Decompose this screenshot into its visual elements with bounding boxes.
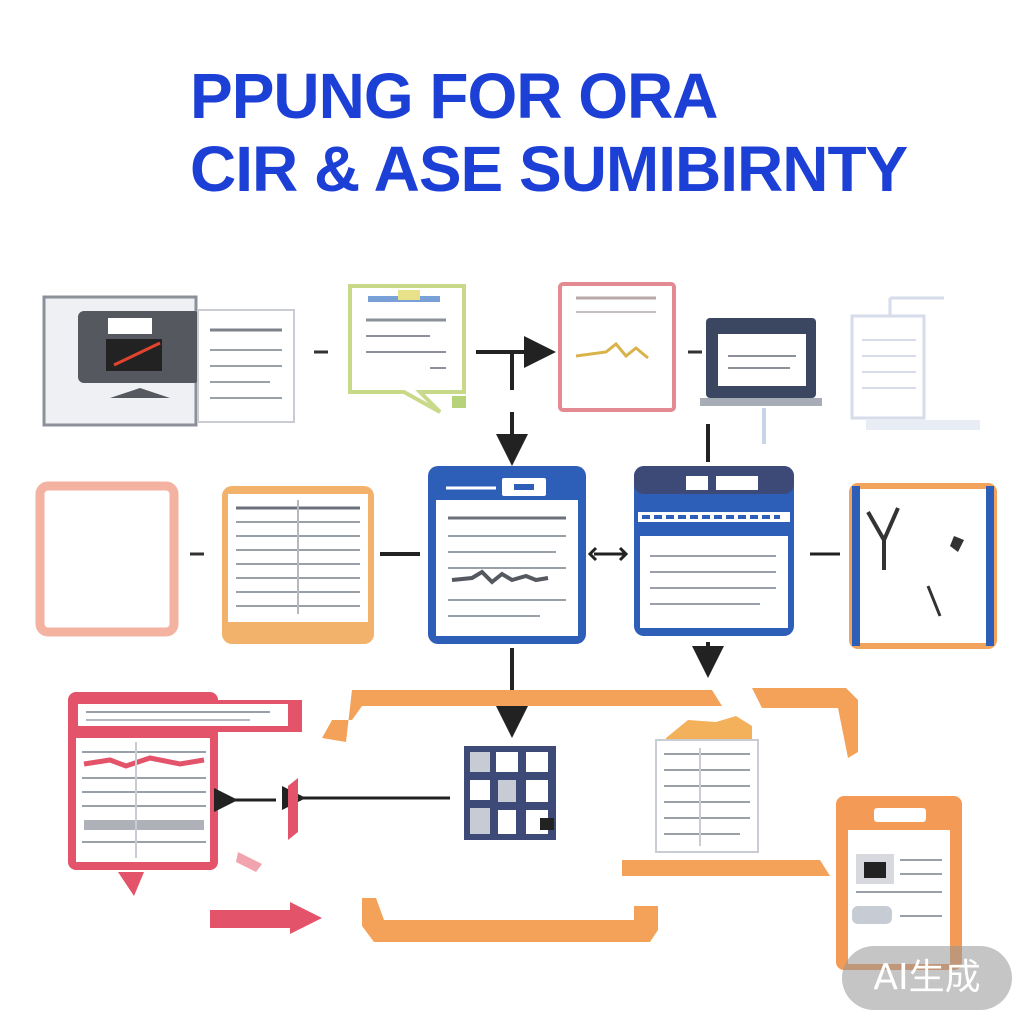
left-connectors xyxy=(214,786,450,812)
stacked-report-node xyxy=(655,716,759,853)
sketch-card-node xyxy=(849,483,997,649)
table-doc-node xyxy=(222,486,374,644)
building-node xyxy=(464,746,556,840)
t-connector xyxy=(476,336,556,466)
orange-flow-arrow-bottom xyxy=(362,898,658,942)
double-arrow-connector xyxy=(587,546,629,562)
red-bracket xyxy=(288,778,298,840)
orange-bar xyxy=(622,860,830,876)
red-flow-arrow xyxy=(210,902,322,934)
speech-doc-node xyxy=(348,284,466,414)
title-line-1: PPUNG FOR ORA xyxy=(190,60,718,132)
laptop-node xyxy=(700,318,822,444)
monitor-dashboard-node xyxy=(42,295,295,427)
ai-generated-badge: AI生成 xyxy=(842,946,1012,1010)
title-line-2: CIR & ASE SUMIBIRNTY xyxy=(190,133,908,205)
orange-flow-arrow-top xyxy=(322,688,858,758)
report-chart-node xyxy=(558,282,676,412)
tablet-node xyxy=(836,796,962,970)
central-document-node xyxy=(428,466,586,644)
pink-dash xyxy=(236,852,262,872)
form-window-node xyxy=(634,466,794,636)
blank-card-node xyxy=(35,481,179,637)
spreadsheet-node xyxy=(68,692,302,896)
faded-sheet-node xyxy=(850,296,980,430)
